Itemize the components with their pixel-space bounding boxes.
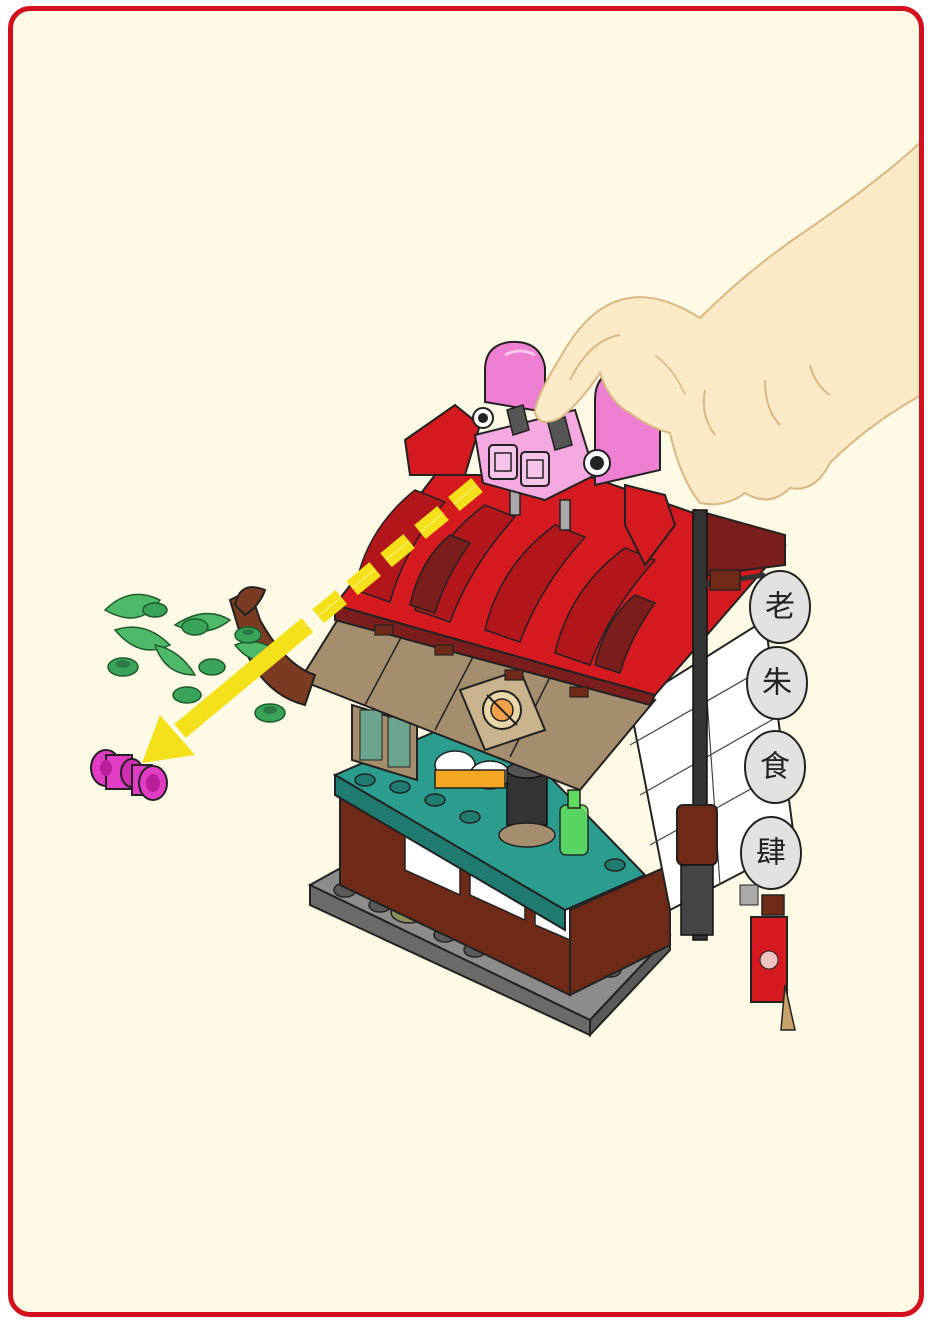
sign-char-3: 食 [760, 750, 790, 785]
sign-char-4: 肆 [756, 836, 786, 871]
instruction-page: 老 朱 食 肆 [8, 6, 924, 1317]
sign-char-2: 朱 [762, 666, 792, 701]
sign-char-1: 老 [765, 590, 795, 625]
build-step-illustration: 老 朱 食 肆 [13, 11, 924, 1317]
finger-press-icon [535, 133, 924, 504]
